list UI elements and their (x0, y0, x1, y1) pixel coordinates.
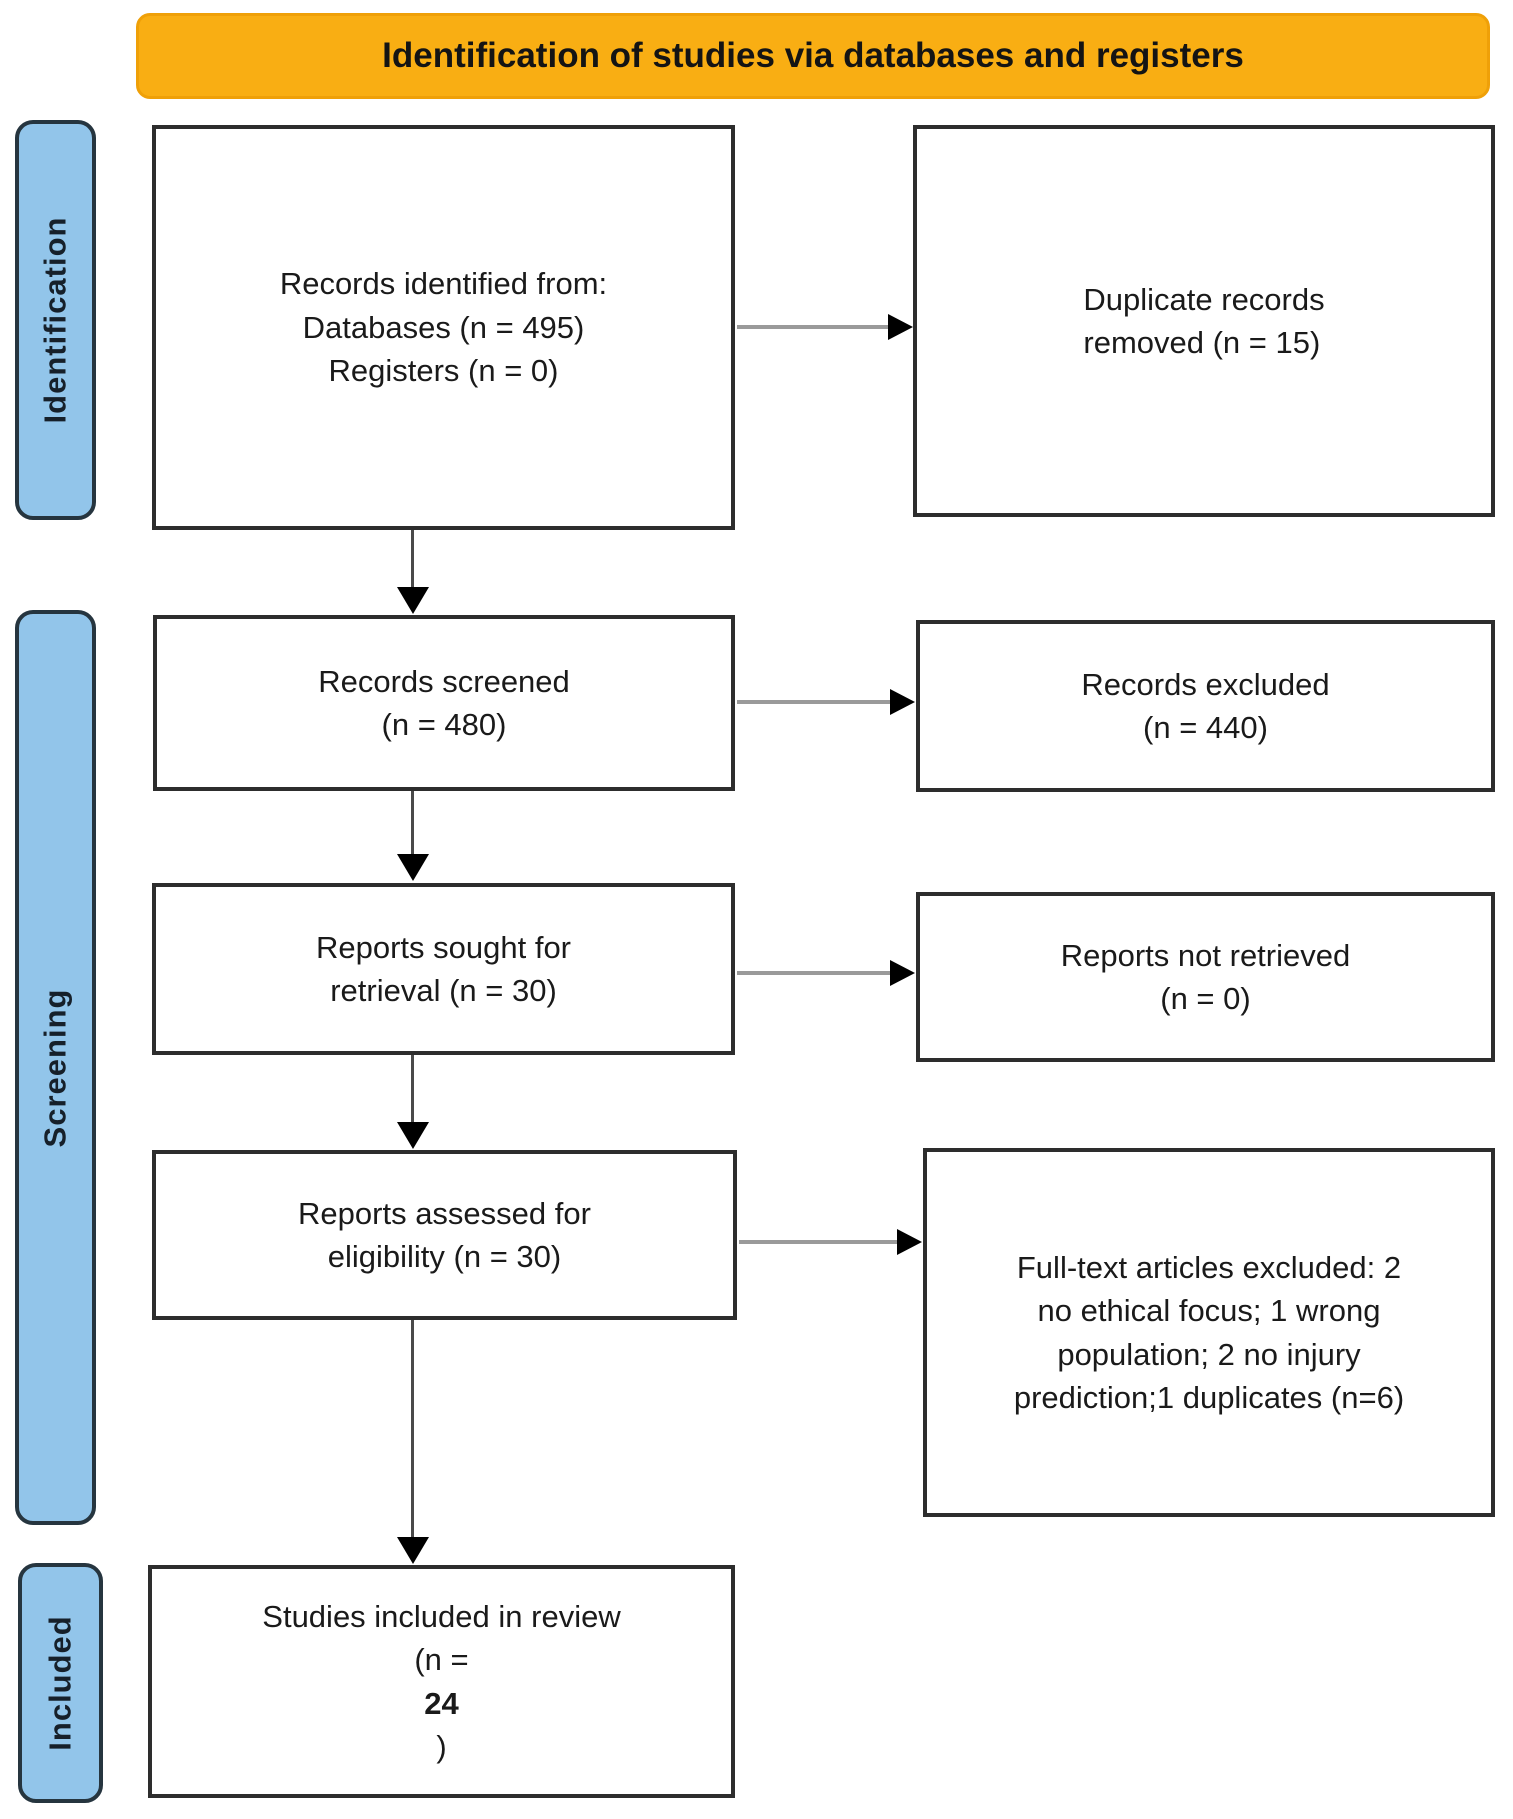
box-records-screened-text: Records screened (n = 480) (318, 663, 570, 742)
box-reports-sought-text: Reports sought for retrieval (n = 30) (315, 929, 572, 1008)
arrow-line (411, 1055, 414, 1122)
arrow-line (739, 1240, 898, 1244)
box-records-excluded: Records excluded (n = 440) (916, 620, 1495, 792)
diagram-title: Identification of studies via databases … (382, 36, 1244, 75)
arrow-line (737, 325, 889, 329)
arrowhead-down-icon (397, 854, 429, 881)
arrowhead-right-icon (890, 960, 915, 986)
box-reports-not-retrieved: Reports not retrieved (n = 0) (916, 892, 1495, 1062)
diagram-title-banner: Identification of studies via databases … (136, 13, 1490, 99)
arrowhead-right-icon (897, 1229, 922, 1255)
arrow-line (737, 700, 891, 704)
phase-label-screening: Screening (37, 988, 73, 1147)
arrow-line (411, 1320, 414, 1537)
phase-label-identification: Identification (37, 216, 73, 424)
arrowhead-right-icon (888, 314, 913, 340)
phase-bar-identification: Identification (15, 120, 96, 520)
phase-bar-included: Included (18, 1563, 103, 1803)
box-fulltext-excluded-text: Full-text articles excluded: 2 no ethica… (1013, 1249, 1405, 1415)
box-studies-included: Studies included in review (n = 24) (148, 1565, 735, 1798)
box-records-excluded-text: Records excluded (n = 440) (1081, 666, 1330, 745)
box-records-identified-text: Records identified from: Databases (n = … (279, 266, 608, 389)
box-fulltext-excluded: Full-text articles excluded: 2 no ethica… (923, 1148, 1495, 1517)
arrowhead-down-icon (397, 1537, 429, 1564)
arrowhead-right-icon (890, 689, 915, 715)
phase-bar-screening: Screening (15, 610, 96, 1525)
box-records-screened: Records screened (n = 480) (153, 615, 735, 791)
box-reports-assessed-text: Reports assessed for eligibility (n = 30… (298, 1195, 591, 1274)
arrowhead-down-icon (397, 1122, 429, 1149)
box-studies-included-text: Studies included in review (n = 24) (262, 1598, 621, 1764)
box-duplicates-removed: Duplicate records removed (n = 15) (913, 125, 1495, 517)
box-reports-assessed: Reports assessed for eligibility (n = 30… (152, 1150, 737, 1320)
phase-label-included: Included (42, 1615, 78, 1751)
box-reports-sought: Reports sought for retrieval (n = 30) (152, 883, 735, 1055)
box-records-identified: Records identified from: Databases (n = … (152, 125, 735, 530)
box-reports-not-retrieved-text: Reports not retrieved (n = 0) (1060, 937, 1351, 1016)
arrow-line (737, 971, 891, 975)
arrowhead-down-icon (397, 587, 429, 614)
box-duplicates-removed-text: Duplicate records removed (n = 15) (1083, 281, 1325, 360)
arrow-line (411, 791, 414, 854)
arrow-line (411, 530, 414, 587)
